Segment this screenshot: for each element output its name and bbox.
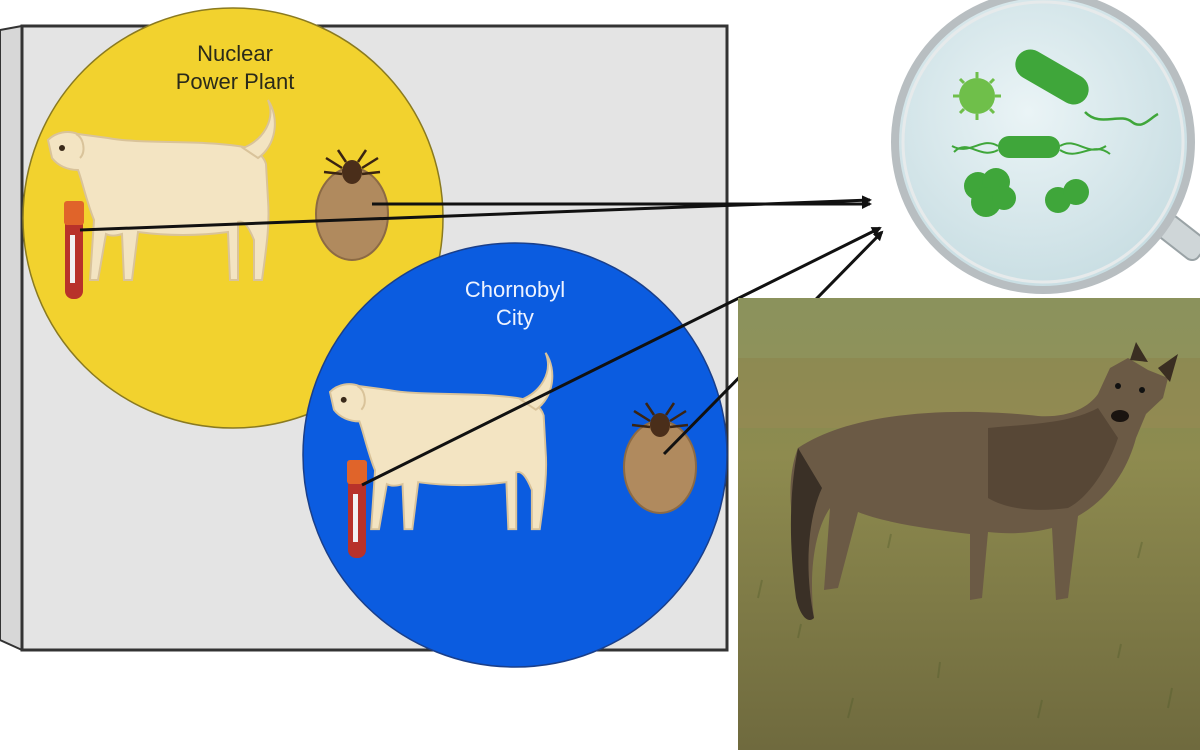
photo-stray-dog xyxy=(738,298,1200,750)
panel-side-edge xyxy=(0,24,23,652)
bacterium-icon xyxy=(951,136,1111,158)
virus-icon xyxy=(953,72,1001,120)
arrow-blood-to-microbes xyxy=(79,195,872,232)
arrow-blood-to-microbes xyxy=(361,226,882,487)
region-label-line: Power Plant xyxy=(175,69,295,94)
bacterium-icon xyxy=(964,168,1016,217)
region-label-nuclear-power-plant: Nuclear Power Plant xyxy=(110,40,360,96)
region-label-line: Chornobyl xyxy=(464,277,566,302)
bacterium-icon xyxy=(1045,179,1089,213)
region-label-line: Nuclear xyxy=(197,41,273,66)
dog-icon xyxy=(790,342,1178,620)
blood-tube-icon xyxy=(347,460,367,558)
region-label-chornobyl-city: Chornobyl City xyxy=(390,276,640,332)
bacterium-icon xyxy=(1015,49,1159,126)
region-label-line: City xyxy=(496,305,534,330)
blood-tube-icon xyxy=(64,201,84,299)
